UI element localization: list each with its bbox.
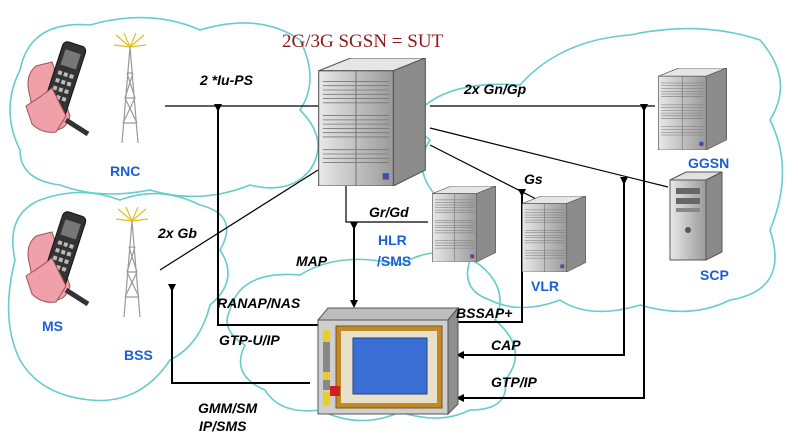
vlr-rack-icon <box>521 196 587 272</box>
arrow-gtp <box>456 104 648 402</box>
ms-label: MS <box>42 318 63 334</box>
link-bss-sgsn <box>159 169 319 271</box>
diagram-title: 2G/3G SGSN = SUT <box>282 31 444 52</box>
scp-label: SCP <box>700 267 729 283</box>
iu-ps-label: 2 *Iu-PS <box>199 72 254 88</box>
bssap-label: BSSAP+ <box>456 305 512 321</box>
map-label: MAP <box>296 253 328 269</box>
gr-gd-label: Gr/Gd <box>369 204 409 220</box>
link-sgsn-hlr <box>345 180 428 223</box>
rnc-mast-icon <box>113 32 147 144</box>
gb-label: 2x Gb <box>157 225 197 241</box>
vlr-label: VLR <box>531 278 559 294</box>
protocol-tester-icon <box>316 306 460 416</box>
ip-sms-label: IP/SMS <box>199 418 247 434</box>
ms-phone-icon <box>26 210 88 304</box>
scp-tower-icon <box>669 171 723 261</box>
rnc-label: RNC <box>110 163 140 179</box>
cap-label: CAP <box>491 337 521 353</box>
link-sgsn-scp <box>429 127 669 188</box>
cloud-radio-lower <box>7 191 229 402</box>
sgsn-rack-icon <box>318 58 426 186</box>
bss-label: BSS <box>124 347 153 363</box>
gtp-u-ip-label: GTP-U/IP <box>219 332 280 348</box>
ranap-nas-label: RANAP/NAS <box>217 295 301 311</box>
cloud-radio-upper <box>9 16 319 198</box>
gs-label: Gs <box>524 171 543 187</box>
gmm-sm-label: GMM/SM <box>198 400 257 416</box>
gtp-ip-label: GTP/IP <box>491 374 538 390</box>
hlr-rack-icon <box>431 186 497 262</box>
ggsn-rack-icon <box>657 68 728 150</box>
ggsn-label: GGSN <box>688 155 729 171</box>
rnc-phone-icon <box>26 40 88 134</box>
bss-mast-icon <box>115 206 149 318</box>
hlr-label: HLR <box>378 232 407 248</box>
gn-gp-label: 2x Gn/Gp <box>463 81 527 97</box>
hlr-sms-label: /SMS <box>377 253 411 269</box>
arrow-iu-monitor <box>214 104 318 326</box>
arrow-gb-monitor <box>168 284 310 384</box>
